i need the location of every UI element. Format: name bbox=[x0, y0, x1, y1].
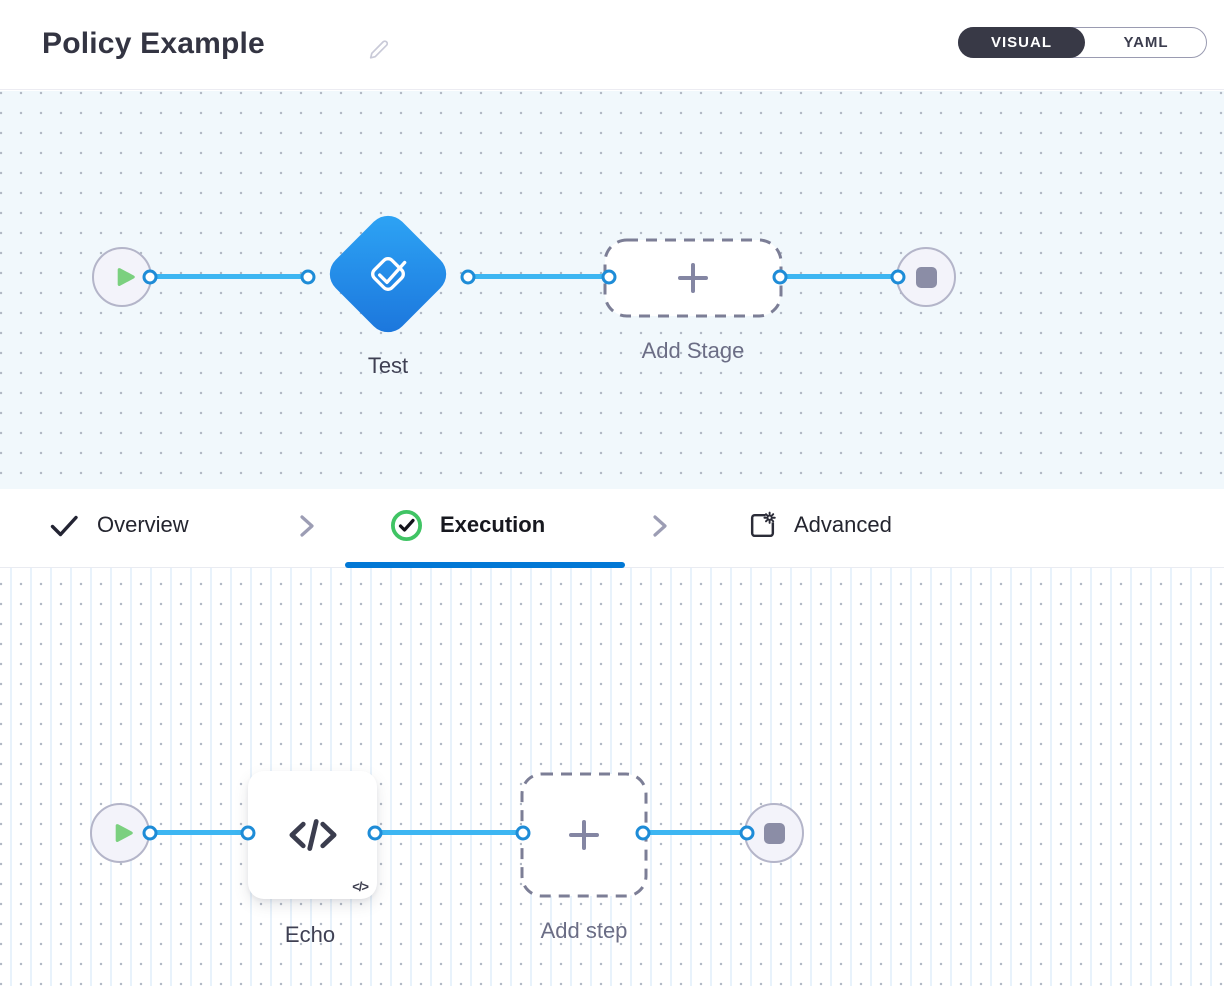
connector-port[interactable] bbox=[739, 825, 755, 841]
connector-wire bbox=[780, 274, 898, 279]
edit-title-button[interactable] bbox=[366, 37, 392, 63]
wizard-tabbar: Overview Execution bbox=[0, 489, 1224, 568]
connector-port[interactable] bbox=[635, 825, 651, 841]
connector-port[interactable] bbox=[772, 269, 788, 285]
connector-port[interactable] bbox=[515, 825, 531, 841]
step-name-label: Echo bbox=[284, 922, 336, 947]
connector-port[interactable] bbox=[142, 269, 158, 285]
tab-advanced[interactable]: Advanced bbox=[747, 489, 892, 561]
plus-icon bbox=[675, 260, 711, 296]
toggle-visual-label: VISUAL bbox=[990, 34, 1052, 51]
add-step-button[interactable] bbox=[520, 772, 648, 898]
header: Policy Example VISUAL YAML bbox=[0, 0, 1224, 90]
pencil-icon bbox=[366, 40, 392, 67]
connector-port[interactable] bbox=[601, 269, 617, 285]
connector-port[interactable] bbox=[890, 269, 906, 285]
step-canvas[interactable]: </> Echo Add step bbox=[0, 568, 1224, 986]
connector-port[interactable] bbox=[240, 825, 256, 841]
advanced-settings-icon bbox=[747, 510, 778, 541]
connector-port[interactable] bbox=[142, 825, 158, 841]
stop-icon bbox=[763, 822, 785, 844]
tab-overview[interactable]: Overview bbox=[47, 489, 189, 561]
tab-execution-label: Execution bbox=[440, 512, 546, 537]
add-step-label: Add step bbox=[540, 918, 628, 943]
visual-yaml-toggle: VISUAL YAML bbox=[958, 27, 1207, 58]
stage-node-test[interactable] bbox=[321, 207, 455, 341]
active-tab-indicator bbox=[345, 562, 625, 568]
chevron-right-icon bbox=[294, 513, 320, 539]
play-icon bbox=[112, 264, 138, 290]
tab-advanced-label: Advanced bbox=[794, 512, 892, 537]
connector-wire bbox=[150, 830, 248, 835]
approval-check-icon bbox=[363, 249, 413, 299]
chevron-right-icon bbox=[647, 513, 673, 539]
connector-port[interactable] bbox=[367, 825, 383, 841]
connector-port[interactable] bbox=[300, 269, 316, 285]
connector-wire bbox=[375, 830, 523, 835]
tab-execution[interactable]: Execution bbox=[389, 489, 545, 561]
step-node-echo[interactable]: </> bbox=[248, 771, 377, 899]
success-check-icon bbox=[389, 508, 424, 543]
stop-icon bbox=[915, 266, 937, 288]
plus-icon bbox=[566, 817, 602, 853]
toggle-yaml-label: YAML bbox=[1123, 34, 1169, 51]
code-icon bbox=[287, 809, 339, 861]
check-icon bbox=[47, 508, 81, 542]
add-stage-button[interactable] bbox=[603, 238, 783, 318]
connector-wire bbox=[643, 830, 747, 835]
connector-wire bbox=[150, 274, 308, 279]
connector-wire bbox=[468, 274, 609, 279]
toggle-yaml[interactable]: YAML bbox=[1085, 28, 1207, 57]
page-title: Policy Example bbox=[42, 27, 265, 60]
play-icon bbox=[110, 820, 136, 846]
start-node[interactable] bbox=[92, 247, 152, 307]
mini-code-icon: </> bbox=[352, 879, 369, 894]
toggle-visual[interactable]: VISUAL bbox=[958, 27, 1085, 58]
add-stage-label: Add Stage bbox=[641, 338, 745, 363]
stage-canvas[interactable]: Test Add Stage bbox=[0, 91, 1224, 489]
connector-port[interactable] bbox=[460, 269, 476, 285]
tab-overview-label: Overview bbox=[97, 512, 189, 537]
start-node[interactable] bbox=[90, 803, 150, 863]
stage-name-label: Test bbox=[367, 353, 409, 378]
